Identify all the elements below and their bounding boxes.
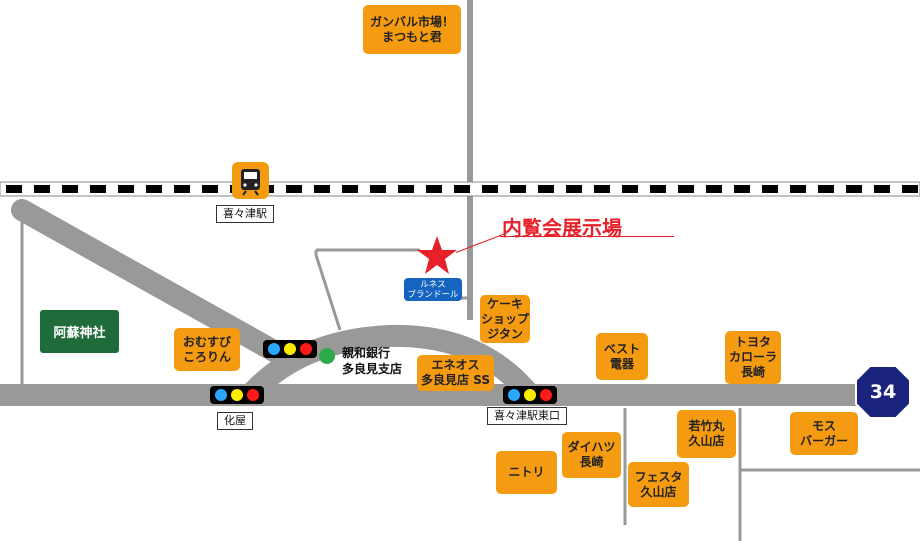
shop-wakatakemaru: 若竹丸 久山店 xyxy=(677,410,736,458)
shop-festa: フェスタ 久山店 xyxy=(628,462,689,507)
shop-line: まつもと君 xyxy=(382,29,442,44)
shop-line: ジタン xyxy=(487,326,523,341)
shop-line: 久山店 xyxy=(640,484,677,499)
shop-line: ショップ xyxy=(480,311,529,326)
shop-line: 電器 xyxy=(609,356,634,371)
shop-line: 長崎 xyxy=(579,455,604,469)
station-kitsu-east: 喜々津駅東口 xyxy=(487,407,567,425)
star-icon xyxy=(417,236,457,274)
route-sign-icon xyxy=(855,365,911,419)
traffic-light-kaya xyxy=(210,386,264,404)
shop-eneos: エネオス 多良見店 SS xyxy=(417,355,494,391)
shop-line: フェスタ xyxy=(634,469,683,484)
shop-line: ベスト xyxy=(603,341,641,356)
shop-best-denki: ベスト 電器 xyxy=(596,333,648,380)
station-kitsu: 喜々津駅 xyxy=(216,205,274,223)
shop-line: 多良見店 SS xyxy=(421,373,490,387)
shop-line: トヨタ xyxy=(734,335,771,349)
shop-line: 久山店 xyxy=(688,434,725,448)
shop-line: おむすび xyxy=(182,334,231,349)
shop-line: ガンバル市場！ xyxy=(369,14,454,29)
shop-mos-burger: モス バーガー xyxy=(790,412,858,455)
venue-underline xyxy=(500,236,674,237)
shop-line: ケーキ xyxy=(486,296,523,311)
lunesse-line1: ルネス xyxy=(420,279,446,290)
bank-line2: 多良見支店 xyxy=(342,362,403,376)
bank-line1: 親和銀行 xyxy=(342,346,391,360)
shop-line: エネオス xyxy=(431,358,480,372)
shop-ganbaru-ichiba: ガンバル市場！ まつもと君 xyxy=(363,5,461,54)
lunesse-sign: ルネス ブランドール xyxy=(404,278,462,301)
road-curve xyxy=(241,324,539,403)
shop-line: ころりん xyxy=(182,349,231,364)
shop-omusubi-kororin: おむすび ころりん xyxy=(174,328,240,371)
bank-marker-icon xyxy=(319,348,335,364)
traffic-light-north xyxy=(263,340,317,358)
shop-nitori: ニトリ xyxy=(496,451,557,494)
bank-label: 親和銀行 多良見支店 xyxy=(342,345,402,377)
traffic-light-east xyxy=(503,386,557,404)
shop-line: ダイハツ xyxy=(567,440,616,454)
shrine-label: 阿蘇神社 xyxy=(40,310,119,353)
road-bank-side xyxy=(314,250,342,331)
shop-line: カローラ xyxy=(728,350,777,364)
shop-line: ニトリ xyxy=(508,465,545,479)
shop-line: 長崎 xyxy=(740,365,765,379)
shop-toyota-corolla: トヨタ カローラ 長崎 xyxy=(725,331,781,384)
shop-daihatsu: ダイハツ 長崎 xyxy=(562,432,621,478)
shop-cake-jitan: ケーキ ショップ ジタン xyxy=(480,295,530,343)
route-number: 34 xyxy=(869,381,897,403)
shop-line: バーガー xyxy=(799,433,848,448)
station-kaya: 化屋 xyxy=(217,412,253,430)
shop-line: 若竹丸 xyxy=(688,419,725,433)
train-icon xyxy=(232,162,269,199)
road-diagonal xyxy=(11,199,301,371)
shop-line: モス xyxy=(811,418,836,433)
lunesse-line2: ブランドール xyxy=(407,289,459,300)
